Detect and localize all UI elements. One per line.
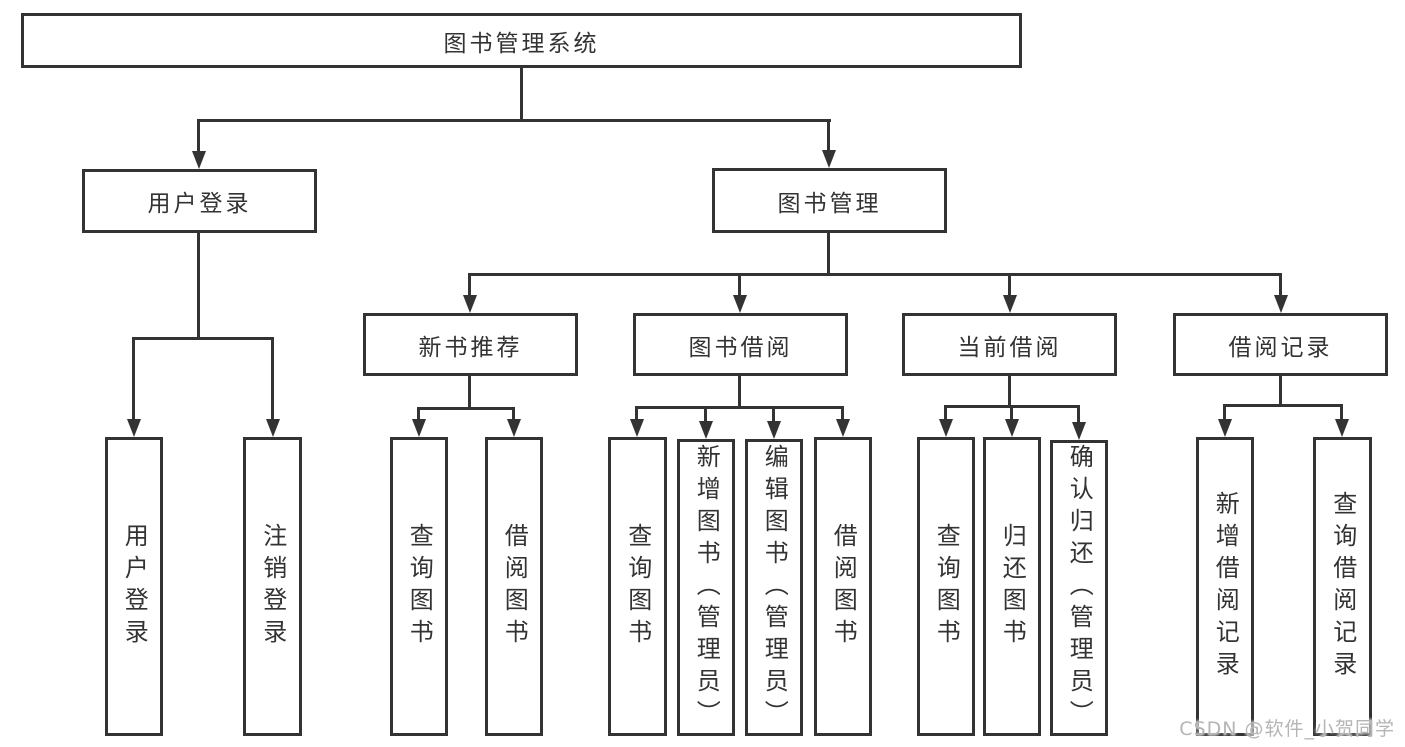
arrow-to-leaf-logout — [265, 337, 280, 437]
node-book-management-label: 图书管理 — [777, 190, 882, 217]
connector-user-login-stem — [197, 233, 200, 337]
arrow-to-user-login — [191, 119, 206, 169]
arrow-to-current-borrow — [1002, 273, 1017, 313]
leaf-logout-label: 注销登录 — [258, 522, 287, 651]
leaf-confirm-return-admin-label: 确认归还（管理员） — [1065, 444, 1094, 732]
node-current-borrow: 当前借阅 — [902, 313, 1117, 376]
leaf-query-book-current-label: 查询图书 — [932, 522, 961, 651]
node-book-borrow-label: 图书借阅 — [688, 334, 793, 361]
arrow-to-leaf-query-book-borrow — [629, 406, 644, 437]
leaf-user-login-label: 用户登录 — [120, 522, 149, 651]
arrow-to-book-management — [821, 119, 836, 168]
leaf-user-login: 用户登录 — [105, 437, 163, 736]
connector-book-borrow-branch — [635, 406, 843, 409]
arrow-to-leaf-borrow-book-borrow — [835, 406, 850, 437]
leaf-confirm-return-admin: 确认归还（管理员） — [1050, 440, 1108, 736]
arrow-to-book-borrow — [732, 273, 747, 313]
leaf-add-book-admin-label: 新增图书（管理员） — [692, 443, 721, 732]
leaf-query-book-borrow: 查询图书 — [608, 437, 667, 736]
leaf-borrow-book-recommend: 借阅图书 — [485, 437, 543, 736]
connector-new-book-recommend-branch — [417, 407, 515, 410]
connector-user-login-branch — [132, 337, 274, 340]
leaf-edit-book-admin: 编辑图书（管理员） — [745, 439, 803, 736]
arrow-to-leaf-return-book — [1004, 405, 1019, 437]
node-new-book-recommend: 新书推荐 — [363, 313, 578, 376]
arrow-to-leaf-add-borrow-record — [1217, 404, 1232, 437]
node-root: 图书管理系统 — [21, 13, 1022, 68]
leaf-borrow-book-borrow: 借阅图书 — [814, 437, 872, 736]
arrow-to-leaf-query-book-current — [938, 405, 953, 437]
connector-book-management-stem — [827, 233, 830, 273]
leaf-borrow-book-borrow-label: 借阅图书 — [829, 522, 858, 651]
node-root-label: 图书管理系统 — [443, 30, 600, 57]
leaf-query-borrow-record: 查询借阅记录 — [1313, 437, 1372, 736]
arrow-to-leaf-borrow-book-recommend — [506, 407, 521, 437]
leaf-add-borrow-record-label: 新增借阅记录 — [1211, 490, 1240, 683]
leaf-query-borrow-record-label: 查询借阅记录 — [1328, 490, 1357, 683]
arrow-to-leaf-user-login — [126, 337, 141, 437]
arrow-to-leaf-confirm-return — [1071, 405, 1086, 440]
arrow-to-new-book-recommend — [462, 273, 477, 313]
leaf-add-book-admin: 新增图书（管理员） — [677, 439, 735, 736]
leaf-edit-book-admin-label: 编辑图书（管理员） — [760, 443, 789, 732]
leaf-add-borrow-record: 新增借阅记录 — [1196, 437, 1254, 736]
node-book-borrow: 图书借阅 — [633, 313, 848, 376]
node-current-borrow-label: 当前借阅 — [957, 334, 1062, 361]
connector-borrow-record-branch — [1223, 404, 1342, 407]
leaf-borrow-book-recommend-label: 借阅图书 — [500, 522, 529, 651]
arrow-to-leaf-add-book — [698, 406, 713, 439]
csdn-watermark: CSDN @软件_小贺同学 — [1179, 718, 1395, 740]
node-user-login: 用户登录 — [82, 169, 317, 233]
leaf-query-book-borrow-label: 查询图书 — [623, 522, 652, 651]
connector-root-branch — [197, 119, 831, 122]
connector-book-borrow-stem — [738, 376, 741, 406]
node-new-book-recommend-label: 新书推荐 — [418, 334, 523, 361]
node-user-login-label: 用户登录 — [147, 191, 252, 217]
node-borrow-record: 借阅记录 — [1173, 313, 1388, 376]
node-book-management: 图书管理 — [712, 168, 947, 233]
leaf-return-book: 归还图书 — [983, 437, 1041, 736]
node-borrow-record-label: 借阅记录 — [1228, 334, 1333, 361]
arrow-to-borrow-record — [1273, 273, 1288, 313]
connector-root-stem — [520, 68, 523, 119]
leaf-query-book-recommend: 查询图书 — [390, 437, 448, 736]
arrow-to-leaf-query-borrow-record — [1334, 404, 1349, 437]
connector-borrow-record-stem — [1279, 376, 1282, 404]
leaf-return-book-label: 归还图书 — [998, 522, 1027, 651]
leaf-query-book-recommend-label: 查询图书 — [405, 522, 434, 651]
leaf-query-book-current: 查询图书 — [917, 437, 975, 736]
arrow-to-leaf-edit-book — [766, 406, 781, 439]
leaf-logout: 注销登录 — [243, 437, 302, 736]
connector-current-borrow-stem — [1008, 376, 1011, 405]
connector-new-book-recommend-stem — [468, 376, 471, 407]
connector-book-management-branch — [468, 273, 1282, 276]
arrow-to-leaf-query-book-recommend — [411, 407, 426, 437]
